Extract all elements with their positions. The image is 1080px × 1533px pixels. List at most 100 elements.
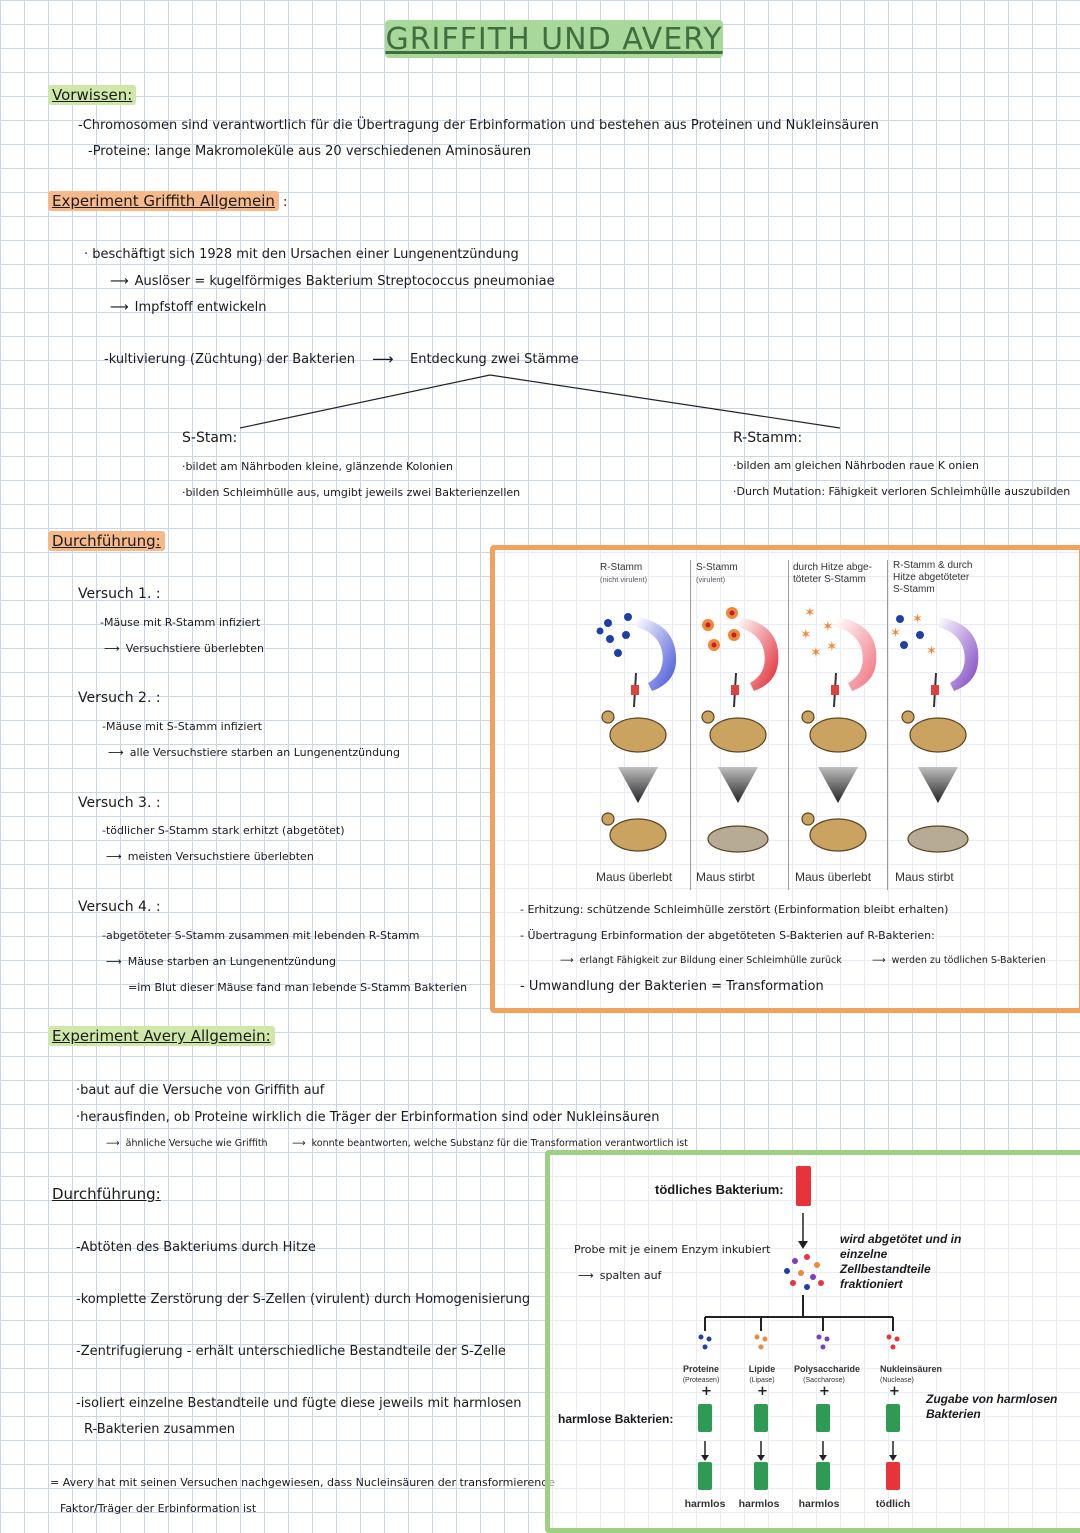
griffith-heading: Experiment Griffith Allgemein [48,191,279,211]
avery-step-1: -Abtöten des Bakteriums durch Hitze [76,1240,316,1255]
caption-1: Maus überlebt [596,870,673,884]
svg-text:✶: ✶ [826,639,838,655]
syringe-icon [633,672,937,708]
vorwissen-item-2: -Proteine: lange Makromoleküle aus 20 ve… [88,144,532,159]
griffith-kultur: -kultivierung (Züchtung) der Bakterien [104,352,355,367]
svg-text:+: + [819,1384,830,1399]
avery-item-3a: ähnliche Versuche wie Griffith [106,1138,268,1149]
avery-experiment-illustration: ++++ [698,1213,900,1461]
mouse-icon [601,710,967,753]
arrow-icon: ⟶ [372,350,394,368]
fraction-nukleinsaeuren: Nukleinsäuren(Nuclease) [880,1364,943,1384]
avery-heading: Experiment Avery Allgemein: [48,1026,275,1046]
s-stamm-title: S-Stam: [182,430,238,446]
versuch-3-a: -tödlicher S-Stamm stark erhitzt (abgetö… [102,824,345,837]
down-arrow-icon [618,767,958,803]
vorwissen-heading: Vorwissen: [48,85,137,105]
page-title: GRIFFITH UND AVERY [385,20,723,58]
r-stamm-item-1: ·bilden am gleichen Nährboden raue K oni… [733,459,979,472]
avery-step-2: -komplette Zerstörung der S-Zellen (viru… [76,1292,531,1307]
avery-fazit-b: Faktor/Träger der Erbinformation ist [60,1502,257,1515]
heat-killed-bacteria-icon: ✶✶✶✶✶ [800,605,838,661]
svg-text:✶: ✶ [912,612,923,627]
svg-text:✶: ✶ [800,627,812,643]
abgetoetet-label: wird abgetötet und in einzelne Zellbesta… [840,1232,962,1291]
caption-2: Maus stirbt [696,870,755,884]
versuch-3-title: Versuch 3. : [78,795,161,811]
result-harmless-icon [754,1462,768,1490]
result-2: harmlos [738,1498,780,1510]
caption-4: Maus stirbt [895,870,954,884]
svg-text:✶: ✶ [890,626,901,641]
svg-text:✶: ✶ [810,645,822,661]
avery-item-1: ·baut auf die Versuche von Griffith auf [76,1083,325,1098]
harmless-bacterium-icon [698,1404,712,1432]
panel-4-title: R-Stamm & durch Hitze abgetöteter S-Stam… [893,560,973,595]
versuch-1-a: -Mäuse mit R-Stamm infiziert [100,616,261,629]
zugabe-label: Zugabe von harmlosen Bakterien [926,1392,1058,1421]
vorwissen-item-1: -Chromosomen sind verantwortlich für die… [78,118,879,133]
erkenntnis-3b: werden zu tödlichen S-Bakterien [872,955,1046,966]
cell-fragments-icon [784,1254,824,1290]
branch-lines [239,374,841,429]
versuch-4-title: Versuch 4. : [78,899,161,915]
mouse-result-icon [601,812,969,853]
durchfuehrung-1-heading: Durchführung: [48,531,165,551]
griffith-entdeckung: Entdeckung zwei Stämme [410,352,579,367]
versuch-4-c: =im Blut dieser Mäuse fand man lebende S… [128,981,468,994]
svg-text:+: + [757,1384,768,1399]
svg-text:✶: ✶ [822,619,834,635]
panel-1-title: R-Stamm(nicht virulent) [600,562,648,584]
caption-3: Maus überlebt [795,870,872,884]
avery-step-4a: -isoliert einzelne Bestandteile und fügt… [76,1396,522,1411]
versuch-4-b: Mäuse starben an Lungenentzündung [106,955,336,968]
versuch-2-a: -Mäuse mit S-Stamm infiziert [102,720,263,733]
spalten-label: spalten auf [578,1269,662,1282]
griffith-figure-box [490,545,1080,1013]
harmlose-bakterien-label: harmlose Bakterien: [558,1412,674,1426]
griffith-sub-1: Auslöser = kugelförmiges Bakterium Strep… [110,274,555,289]
versuch-2-b: alle Versuchstiere starben an Lungenentz… [108,746,400,759]
erkenntnis-3a: erlangt Fähigkeit zur Bildung einer Schl… [560,955,842,966]
s-stamm-item-1: ·bildet am Nährboden kleine, glänzende K… [182,460,453,473]
erkenntnis-4: - Umwandlung der Bakterien = Transformat… [520,979,824,994]
avery-step-4b: R-Bakterien zusammen [84,1422,235,1437]
versuch-4-a: -abgetöteter S-Stamm zusammen mit lebend… [102,929,420,942]
fraction-proteine: Proteine(Proteasen) [682,1364,720,1384]
svg-text:+: + [889,1384,900,1399]
lethal-bacterium-icon [796,1166,811,1206]
griffith-intro: · beschäftigt sich 1928 mit den Ursachen… [84,247,519,262]
harmless-bacterium-icon [886,1404,900,1432]
avery-step-3: -Zentrifugierung - erhält unterschiedlic… [76,1344,506,1359]
versuch-1-title: Versuch 1. : [78,586,161,602]
r-stamm-title: R-Stamm: [733,430,803,446]
result-1: harmlos [684,1498,726,1510]
r-stamm-item-2: ·Durch Mutation: Fähigkeit verloren Schl… [733,485,1071,498]
griffith-experiment-illustration: ✶✶✶✶✶ ✶ ✶ ✶ [596,605,979,853]
erkenntnis-2: - Übertragung Erbinformation der abgetöt… [520,929,935,942]
svg-text:✶: ✶ [926,644,937,659]
result-4: tödlich [875,1498,911,1510]
fraction-polysaccharide: Polysaccharide(Saccharose) [794,1364,861,1384]
probe-label: Probe mit je einem Enzym inkubiert [574,1243,771,1256]
avery-item-2: ·herausfinden, ob Proteine wirklich die … [76,1110,660,1125]
result-harmless-icon [816,1462,830,1490]
versuch-1-b: Versuchstiere überlebten [104,642,264,655]
avery-item-3b: konnte beantworten, welche Substanz für … [292,1138,688,1149]
result-lethal-icon [886,1462,900,1490]
erkenntnis-1: - Erhitzung: schützende Schleimhülle zer… [520,903,949,916]
toedliches-bakterium-label: tödliches Bakterium: [655,1182,784,1197]
mixed-bacteria-icon: ✶ ✶ ✶ [890,612,937,659]
result-3: harmlos [798,1498,840,1510]
griffith-sub-2: Impfstoff entwickeln [110,300,267,315]
durchfuehrung-2-heading: Durchführung: [52,1185,161,1203]
harmless-bacterium-icon [816,1404,830,1432]
versuch-2-title: Versuch 2. : [78,690,161,706]
svg-text:✶: ✶ [804,605,816,621]
fraction-lipide: Lipide(Lipase) [748,1364,776,1384]
avery-fazit-a: = Avery hat mit seinen Versuchen nachgew… [50,1476,555,1489]
harmless-bacterium-icon [754,1404,768,1432]
s-stamm-item-2: ·bilden Schleimhülle aus, umgibt jeweils… [182,486,521,499]
result-harmless-icon [698,1462,712,1490]
r-bacteria-icon [596,613,632,657]
